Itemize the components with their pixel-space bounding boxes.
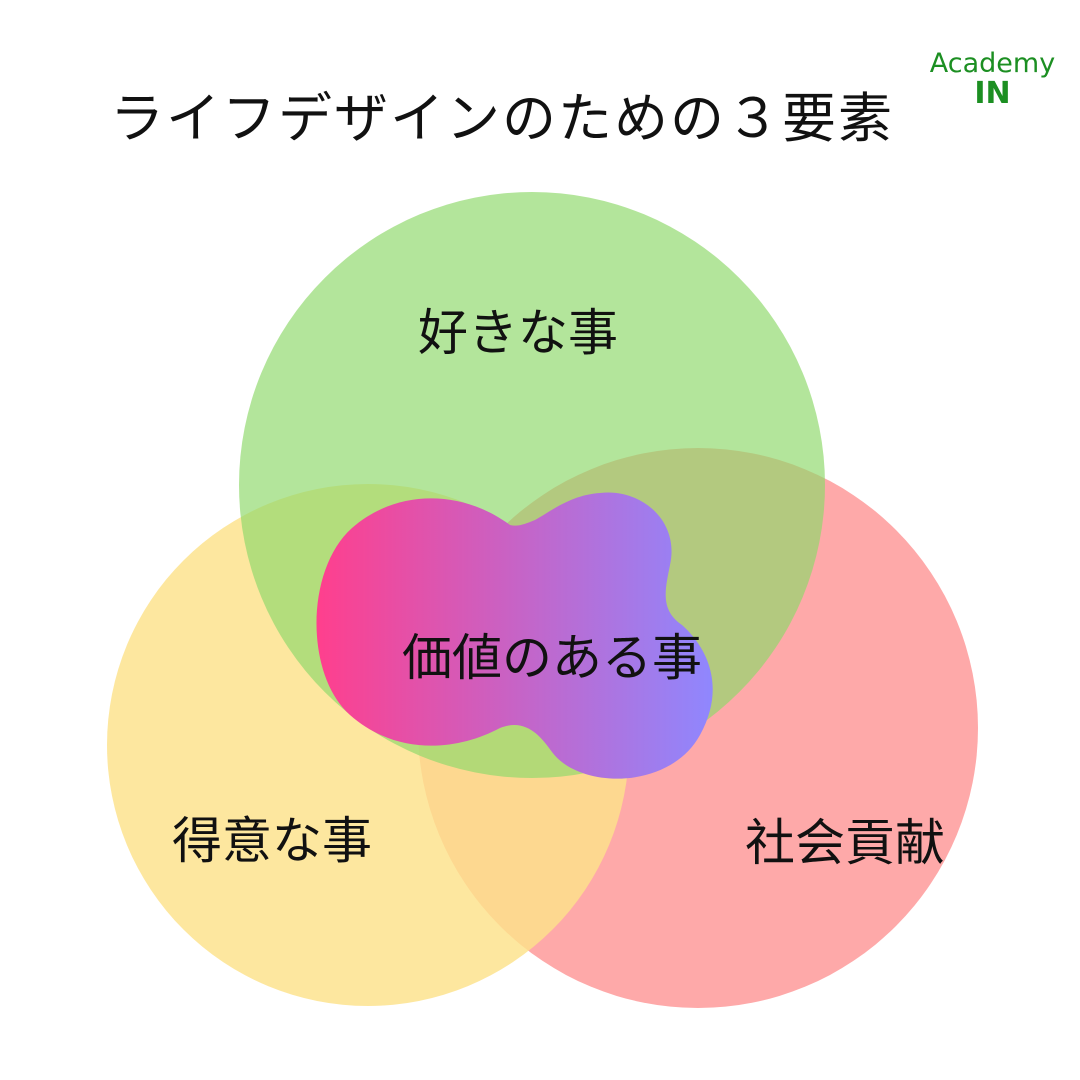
label-value-center: 価値のある事 [402,629,702,687]
label-good-at: 得意な事 [172,812,372,870]
label-like: 好きな事 [418,304,618,362]
academy-in-logo: Academy IN [920,50,1065,109]
value-center-blob [316,492,713,779]
logo-line-in: IN [974,76,1011,111]
logo-line-academy: Academy [929,48,1056,79]
page-title: ライフデザインのための３要素 [110,87,894,150]
label-contribution: 社会貢献 [745,814,945,872]
